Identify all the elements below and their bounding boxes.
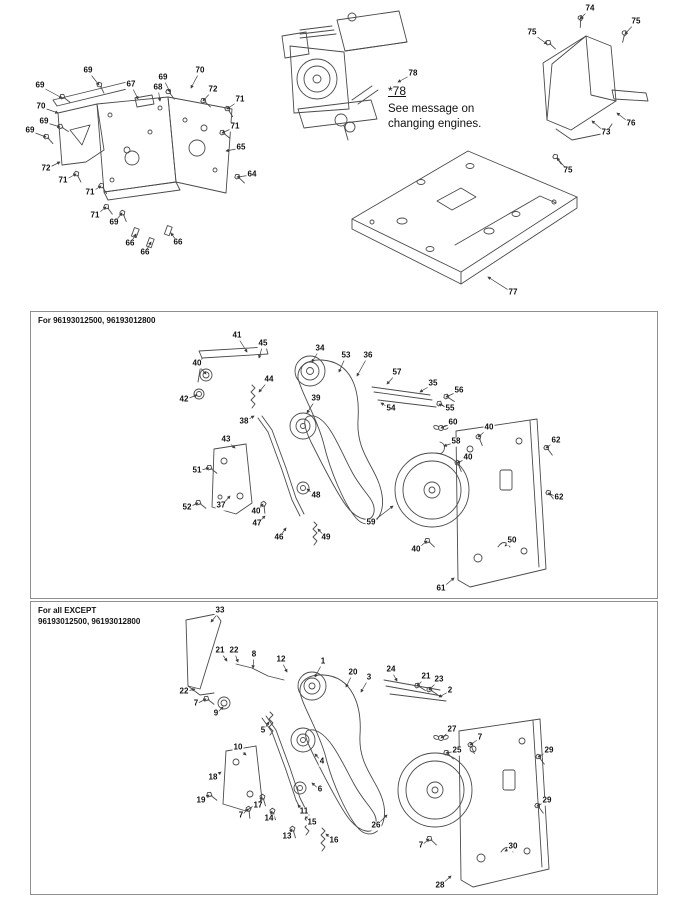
panel-bottom-title-line1: For all EXCEPT — [38, 606, 97, 615]
belt-cover-drawing — [542, 14, 649, 165]
panel-middle-title-text: For 96193012500, 96193012800 — [38, 316, 156, 325]
panel-bottom-title-line2: 96193012500, 96193012800 — [38, 616, 141, 626]
engine-drawing — [281, 10, 408, 141]
engine-note-line2: changing engines. — [388, 117, 482, 130]
drive-assembly-lower — [185, 613, 550, 888]
drive-assembly-upper — [193, 346, 558, 588]
engine-note-ref: *78 — [388, 84, 407, 98]
panel-middle-title: For 96193012500, 96193012800 — [38, 316, 155, 327]
engine-note-line1: See message on — [388, 102, 475, 115]
panel-middle: For 96193012500, 96193012800 — [30, 311, 658, 599]
panel-bottom-title: For all EXCEPT 96193012500, 96193012800 — [38, 606, 140, 628]
engine-note: *78 See message on changing engines. — [388, 84, 481, 131]
panel-bottom: For all EXCEPT 96193012500, 96193012800 — [30, 601, 658, 895]
frame-assembly-drawing — [42, 80, 247, 249]
base-plate-drawing — [351, 150, 578, 285]
